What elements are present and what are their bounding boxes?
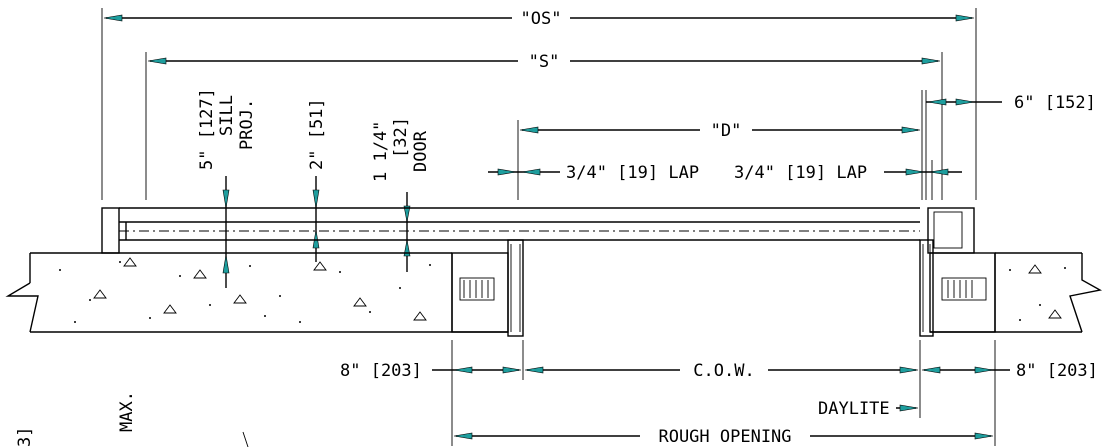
dimension-lines	[101, 8, 1010, 446]
label-sill-dim: 5" [127]	[197, 88, 217, 170]
label-door-word: DOOR	[411, 130, 431, 172]
label-sill-proj: PROJ.	[237, 99, 257, 150]
label-eight-right: 8" [203]	[1016, 361, 1098, 381]
label-rough-opening: ROUGH OPENING	[658, 427, 791, 447]
label-max: MAX.	[117, 391, 137, 432]
left-jamb	[451, 239, 524, 337]
label-two-inch: 2" [51]	[307, 98, 327, 170]
label-lap-right: 3/4" [19] LAP	[734, 163, 867, 183]
label-lap-left: 3/4" [19] LAP	[566, 163, 699, 183]
label-os: "OS"	[521, 9, 562, 29]
dimension-arrows	[103, 14, 994, 440]
label-sill-word: SILL	[217, 95, 237, 136]
right-jamb	[919, 239, 996, 337]
label-daylite: DAYLITE	[818, 399, 890, 419]
label-cow: C.O.W.	[693, 361, 754, 381]
partial-mark	[242, 431, 249, 447]
concrete-slab	[5, 252, 1103, 333]
label-eight-left: 8" [203]	[340, 361, 422, 381]
dimension-labels: "OS" "S" "D" 6" [152] 3/4" [19] LAP 3/4"…	[15, 9, 1098, 447]
label-cut-off: 3]	[15, 427, 35, 447]
label-six-inch: 6" [152]	[1014, 93, 1096, 113]
label-s: "S"	[529, 52, 560, 72]
door-assembly	[101, 207, 975, 254]
label-d: "D"	[711, 121, 742, 141]
label-door-mm: [32]	[391, 117, 411, 158]
label-door-frac: 1 1/4"	[371, 121, 391, 182]
